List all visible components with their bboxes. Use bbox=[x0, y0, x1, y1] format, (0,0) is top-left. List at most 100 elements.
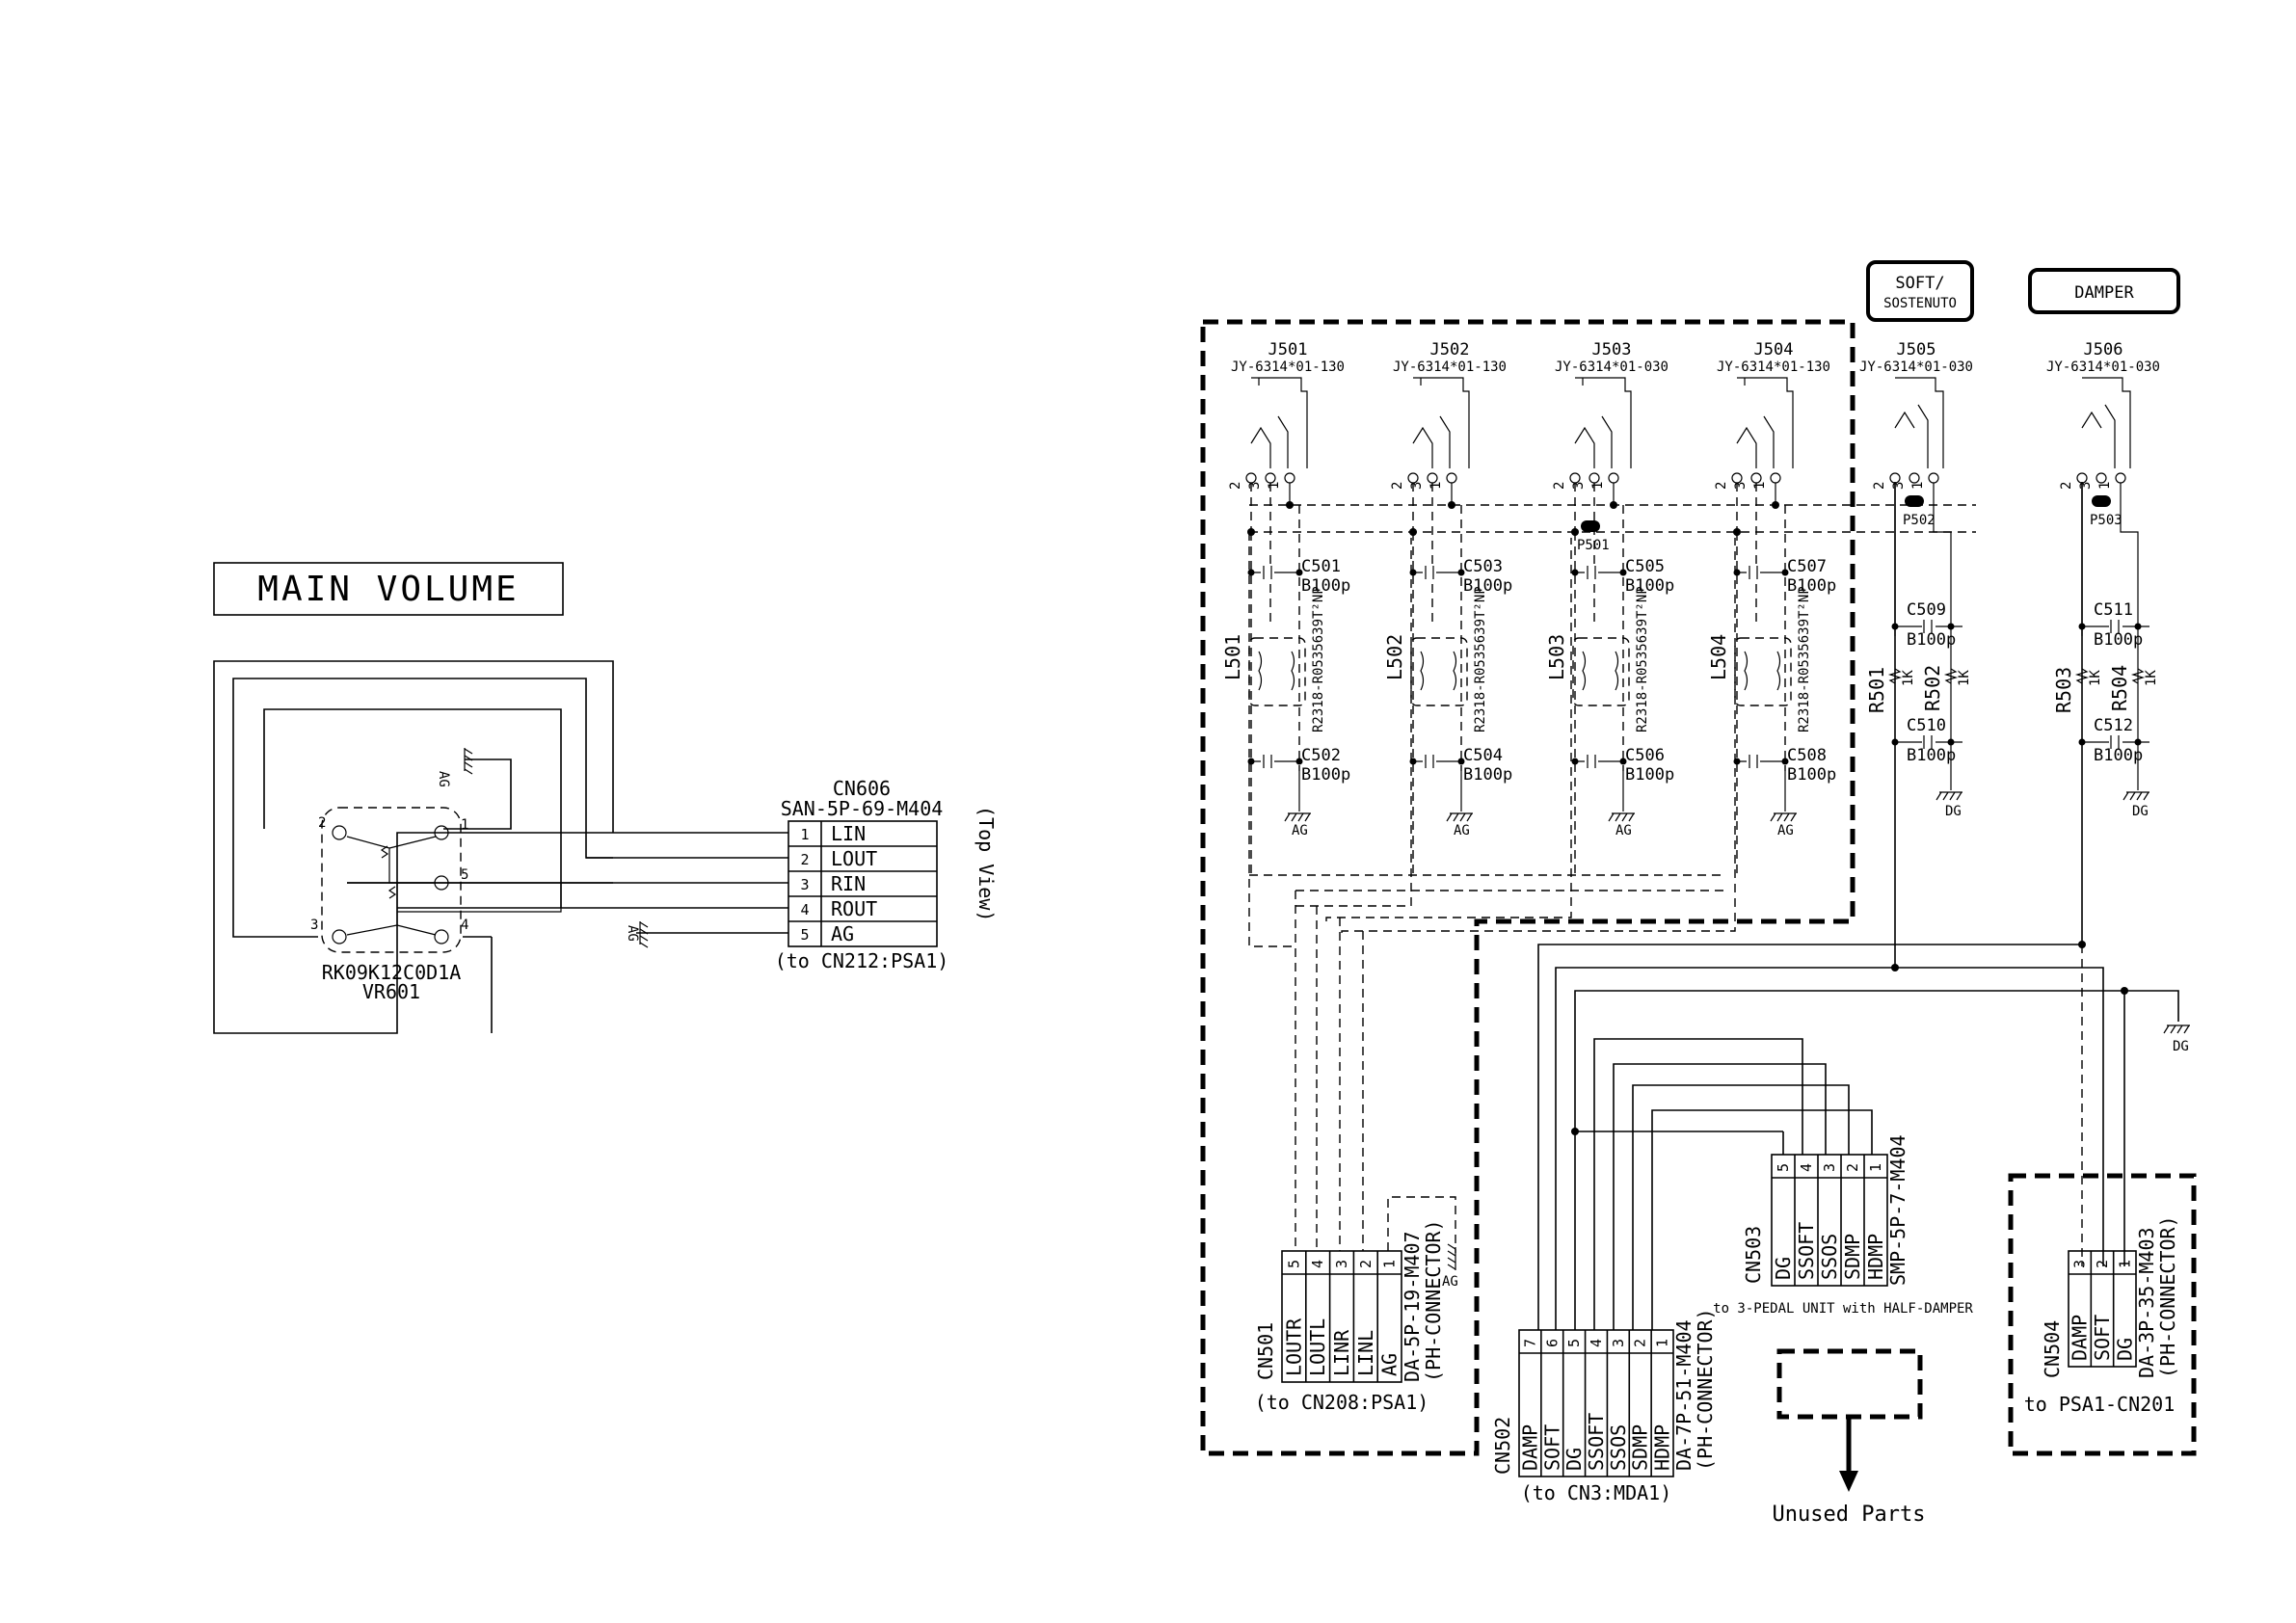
vr-pin-label-4: 4 bbox=[461, 918, 468, 933]
jack-body bbox=[2082, 377, 2131, 468]
cn606-sig: LIN bbox=[831, 822, 866, 845]
jack-pin bbox=[1731, 472, 1743, 484]
wire-damp bbox=[1537, 944, 2082, 1330]
ag-label: AG bbox=[1292, 823, 1308, 838]
ag-ground-symbol-cn606 bbox=[639, 920, 649, 948]
junction bbox=[1619, 569, 1627, 576]
vr-pin-label-2: 2 bbox=[318, 815, 326, 831]
cap-ref: C504 bbox=[1463, 746, 1503, 765]
cap-ref: C508 bbox=[1787, 746, 1827, 765]
cap-ref: C507 bbox=[1787, 557, 1827, 576]
soft-label-line2: SOSTENUTO bbox=[1883, 296, 1957, 311]
cap-ref: C512 bbox=[2094, 716, 2133, 735]
cn502-ref: CN502 bbox=[1491, 1417, 1514, 1475]
jack-part: JY-6314*01-130 bbox=[1231, 359, 1345, 375]
jack-pin-label: 2 bbox=[1714, 482, 1729, 490]
ag-ground-symbol bbox=[1284, 812, 1312, 822]
soft-sostenuto-box bbox=[1866, 260, 1974, 322]
inductor-part: R2318-R0535639T²NP bbox=[1797, 586, 1812, 732]
cn503-box bbox=[1771, 1154, 1888, 1287]
unused-label: Unused Parts bbox=[1773, 1503, 1926, 1527]
unused-legend-box bbox=[1776, 1348, 1923, 1420]
junction bbox=[1571, 569, 1579, 576]
cn502-note: (to CN3:MDA1) bbox=[1521, 1481, 1672, 1504]
wire-dg bbox=[1574, 990, 2179, 1330]
wire-lin-loop bbox=[213, 660, 614, 1034]
dg-ground-symbol bbox=[1936, 791, 1963, 801]
ag-label-cn501: AG bbox=[1442, 1274, 1458, 1290]
jack-pin-label: 3 bbox=[1733, 482, 1749, 490]
resistor-right-ref: R502 bbox=[1921, 665, 1944, 711]
pedal-jack-ref: J505 bbox=[1897, 340, 1936, 359]
vr-pin-4 bbox=[434, 929, 449, 945]
resistor-right bbox=[1943, 668, 1959, 684]
cn504-pin-sig: SOFT bbox=[2091, 1315, 2114, 1361]
jack-pin-label: 1 bbox=[1267, 482, 1282, 490]
cn606-ref: CN606 bbox=[833, 777, 891, 800]
junction bbox=[1457, 569, 1465, 576]
jack-body bbox=[1413, 377, 1470, 468]
ag-ground-symbol bbox=[1446, 812, 1474, 822]
cap-gap bbox=[1747, 566, 1760, 579]
cap-ref: C506 bbox=[1625, 746, 1665, 765]
jack-part: JY-6314*01-130 bbox=[1717, 359, 1830, 375]
cap-value: B100p bbox=[1907, 630, 1956, 650]
cn504-pin-sig: DG bbox=[2113, 1338, 2136, 1361]
cn501-pin-sig: LINL bbox=[1354, 1330, 1377, 1376]
ag-label: AG bbox=[1454, 823, 1470, 838]
bus-dash bbox=[1341, 538, 1736, 933]
jack-pin-label: 3 bbox=[1247, 482, 1263, 490]
cap-gap bbox=[1423, 755, 1436, 768]
jack-spring bbox=[1574, 426, 1595, 468]
cn606-sig: AG bbox=[831, 922, 854, 945]
vr-wiper-a bbox=[380, 845, 389, 859]
cap-gap bbox=[1423, 566, 1436, 579]
jack-pin-label: 1 bbox=[1590, 482, 1606, 490]
cap-value: B100p bbox=[1301, 576, 1350, 596]
wire-rout-loop bbox=[263, 708, 562, 908]
wire-hdmp bbox=[1651, 1109, 1873, 1330]
jack-spring bbox=[1601, 415, 1613, 468]
unused-parts-legend: Unused Parts bbox=[1773, 1417, 1926, 1527]
jack-pin bbox=[1770, 472, 1781, 484]
ag-label-vol: AG bbox=[436, 771, 451, 787]
jack-pin bbox=[2115, 472, 2126, 484]
jack-spring bbox=[1894, 411, 1915, 429]
jack-spring bbox=[1439, 415, 1451, 468]
cn502-pin-sig: DG bbox=[1562, 1448, 1586, 1471]
jack-buses bbox=[1248, 504, 1976, 1253]
vr-pin-label-1: 1 bbox=[461, 817, 468, 833]
damper-label: DAMPER bbox=[2074, 283, 2134, 303]
cn606-pin-num: 3 bbox=[800, 876, 809, 893]
jack-part: JY-6314*01-130 bbox=[1393, 359, 1507, 375]
junction bbox=[1781, 758, 1789, 765]
junction bbox=[1947, 623, 1955, 630]
dg-label: DG bbox=[2132, 804, 2149, 819]
cn606-connector: CN606 SAN-5P-69-M404 1 2 3 4 5 LIN LOUT … bbox=[625, 777, 998, 972]
pedal-lead bbox=[2120, 483, 2139, 742]
inductor-coil bbox=[1420, 651, 1425, 691]
cap-value: B100p bbox=[2094, 630, 2143, 650]
cap-gap bbox=[1747, 755, 1760, 768]
wire-ag-vol bbox=[443, 758, 512, 830]
dg-ground-symbol bbox=[2122, 791, 2150, 801]
cn501-sub: (PH-CONNECTOR) bbox=[1422, 1219, 1445, 1382]
jack-pin bbox=[1569, 472, 1581, 484]
cap-gap bbox=[1261, 755, 1274, 768]
jack-pin bbox=[1446, 472, 1457, 484]
inductor-ref: L501 bbox=[1221, 634, 1244, 680]
ag-label-cn606: AG bbox=[625, 925, 640, 942]
inductor-part: R2318-R0535639T²NP bbox=[1473, 586, 1488, 732]
cn503-pin-sig: SDMP bbox=[1841, 1234, 1864, 1280]
cn502-pin-num: 7 bbox=[1521, 1339, 1538, 1347]
p-dot bbox=[1905, 495, 1924, 507]
soft-label-line1: SOFT/ bbox=[1895, 274, 1944, 293]
cn606-pin-num: 5 bbox=[800, 926, 809, 944]
cn606-sig: RIN bbox=[831, 872, 866, 895]
cn502-sub: (PH-CONNECTOR) bbox=[1694, 1308, 1717, 1471]
cn501-pin-num: 3 bbox=[1333, 1260, 1350, 1268]
